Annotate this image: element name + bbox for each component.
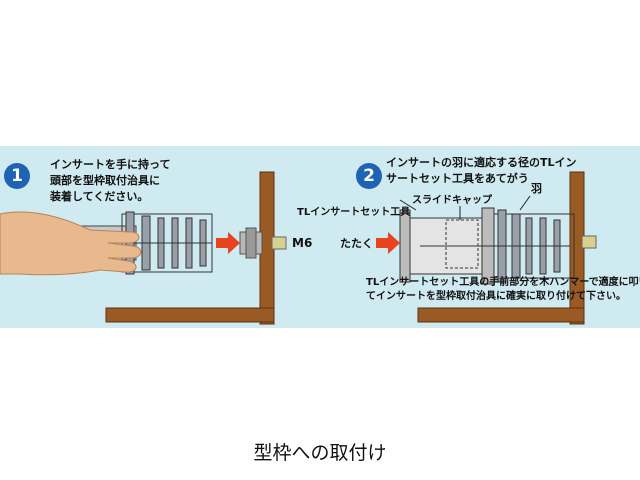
insert-set-tool <box>399 195 575 285</box>
step-2-heading-line-1: インサートの羽に適応する径のTLイン <box>386 156 577 169</box>
hand-illustration <box>0 211 142 276</box>
step-2-note-line-1: TLインサートセット工具の手前部分を木ハンマーで適度に叩い <box>366 277 640 288</box>
step-1-instruction-line-2: 頭部を型枠取付治具に <box>50 174 160 187</box>
step-1-badge: 1 <box>4 163 30 189</box>
figure-caption: 型枠への取付け <box>253 442 387 464</box>
step-2-heading-line-2: サートセット工具をあてがう <box>386 172 529 185</box>
wing-label: 羽 <box>531 182 542 195</box>
tool-label: TLインサートセット工具 <box>297 207 411 218</box>
step-1-instruction-line-1: インサートを手に持って <box>50 158 171 171</box>
step-2-note-line-2: てインサートを型枠取付治具に確実に取り付けて下さい。 <box>366 291 626 302</box>
jig-bolt-left <box>239 227 287 259</box>
slide-cap-label: スライドキャップ <box>412 195 492 206</box>
step-2-badge: 2 <box>356 163 382 189</box>
tap-arrow <box>376 232 400 254</box>
tap-label: たたく <box>340 237 373 250</box>
direction-arrow <box>216 232 240 254</box>
formwork-right <box>417 171 597 325</box>
installation-diagram <box>0 171 597 325</box>
step-1-instruction-line-3: 装着してください。 <box>50 190 149 203</box>
bolt-size-label: M6 <box>292 236 313 250</box>
